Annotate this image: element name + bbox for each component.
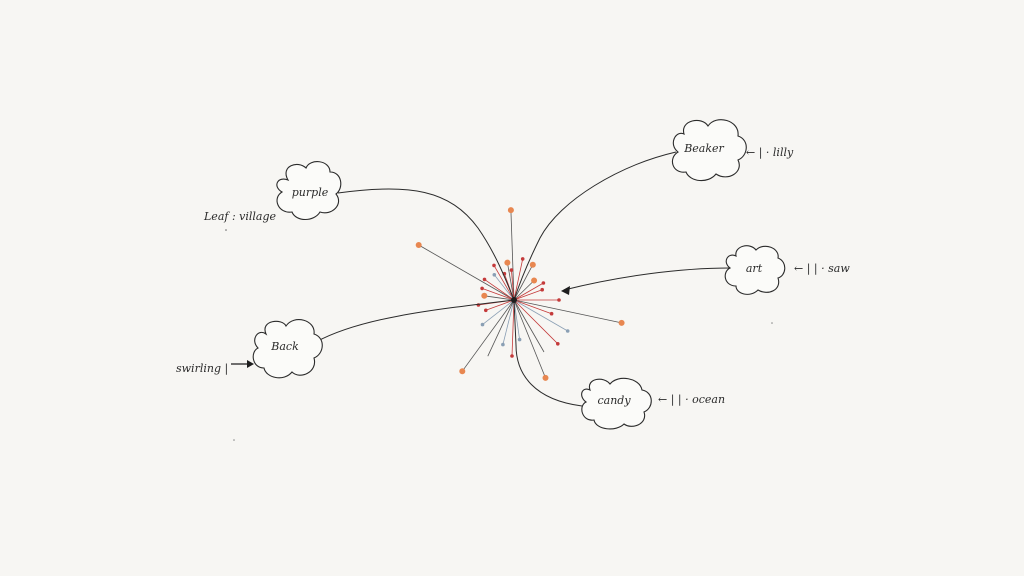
cloud-shape [252, 319, 323, 379]
spoke-tip [415, 242, 422, 248]
spoke-tip [556, 342, 560, 346]
spoke-tip [484, 308, 488, 313]
spoke-tip [492, 273, 497, 277]
spoke-tip [531, 277, 538, 284]
connectors [315, 151, 731, 407]
annotation-beaker: ← | · lilly [746, 146, 794, 160]
cloud-label-back: Back [270, 340, 299, 353]
annotation-text-candy: ← | | · ocean [658, 393, 725, 407]
spoke-tip [509, 268, 514, 272]
cloud-label-art: art [746, 262, 763, 275]
spoke-tip [557, 298, 561, 302]
spoke-tip [529, 261, 536, 268]
pencil-dot [771, 322, 773, 324]
cloud-label-beaker: Beaker [683, 142, 724, 155]
spoke-tip [541, 281, 546, 285]
spoke-line [513, 299, 568, 332]
annotation-text-beaker: ← | · lilly [746, 146, 794, 160]
cloud-shape [581, 377, 652, 430]
annotation-purple: Leaf : village [203, 210, 277, 223]
annotation-back: swirling | [176, 360, 254, 376]
spoke-line [511, 270, 515, 301]
spoke-tip [504, 259, 511, 266]
pencil-dot [233, 439, 235, 441]
spoke-line [513, 299, 546, 379]
cloud-shape [724, 245, 786, 295]
spoke-tip [517, 337, 522, 342]
spoke-line [461, 299, 515, 372]
connector-beaker [513, 151, 677, 301]
spoke-line [493, 265, 515, 301]
annotation-text-back: swirling | [176, 362, 228, 376]
spoke-tip [542, 374, 549, 381]
spoke-line [418, 244, 515, 301]
spoke-line [482, 299, 515, 325]
spoke-line [502, 299, 515, 345]
spoke-line [513, 299, 552, 315]
spoke-tip [510, 354, 514, 358]
connector-candy [513, 299, 583, 407]
spoke-tip [480, 286, 484, 291]
spoke-tip [618, 319, 625, 326]
spoke-line [513, 299, 559, 345]
spoke-line [513, 264, 534, 301]
hub-spokes [415, 207, 625, 381]
spoke-tip [540, 287, 544, 292]
spoke-tip [459, 368, 466, 375]
spoke-line [493, 274, 515, 301]
cloud-shape [671, 119, 747, 182]
connector-art [563, 267, 731, 291]
spoke-tip [501, 342, 505, 347]
cloud-node-purple: purple [276, 161, 342, 221]
spoke-line [485, 299, 515, 311]
annotation-text-art: ← | | · saw [794, 262, 850, 276]
cloud-node-art: art [724, 245, 786, 295]
spoke-line [511, 299, 515, 357]
cloud-shape [276, 161, 342, 221]
cloud-node-beaker: Beaker [671, 119, 747, 182]
cloud-label-candy: candy [597, 394, 631, 407]
spoke-line [484, 279, 515, 301]
annotation-candy: ← | | · ocean [658, 393, 725, 407]
annotation-text-purple: Leaf : village [203, 210, 277, 223]
spoke-tip [480, 322, 485, 327]
spoke-line [507, 262, 515, 301]
connector-back [315, 299, 515, 343]
art-connector-arrowhead [561, 286, 570, 295]
spoke-line [510, 210, 515, 301]
spoke-tip [507, 207, 514, 214]
spoke-line [513, 282, 544, 301]
spoke-line [487, 299, 515, 357]
spoke-line [513, 299, 520, 340]
spoke-line [481, 288, 515, 301]
spoke-tip [549, 311, 554, 316]
cloud-node-back: Back [252, 319, 323, 379]
spoke-tip [520, 257, 525, 261]
annotation-art: ← | | · saw [794, 262, 850, 276]
spoke-line [513, 299, 545, 353]
spoke-tip [492, 263, 496, 268]
annotation-arrow-back-head [247, 360, 254, 368]
spoke-tip [481, 292, 488, 299]
spoke-line [513, 258, 524, 301]
spoke-line [484, 295, 515, 301]
spoke-line [513, 280, 535, 301]
spoke-tip [565, 329, 570, 333]
spoke-line [513, 289, 543, 301]
cloud-label-purple: purple [292, 186, 329, 199]
hub-center [511, 297, 517, 303]
cloud-node-candy: candy [581, 377, 652, 430]
spoke-line [513, 299, 622, 324]
spoke-tip [482, 277, 487, 282]
connector-purple [337, 188, 515, 301]
pencil-dot [225, 229, 227, 231]
